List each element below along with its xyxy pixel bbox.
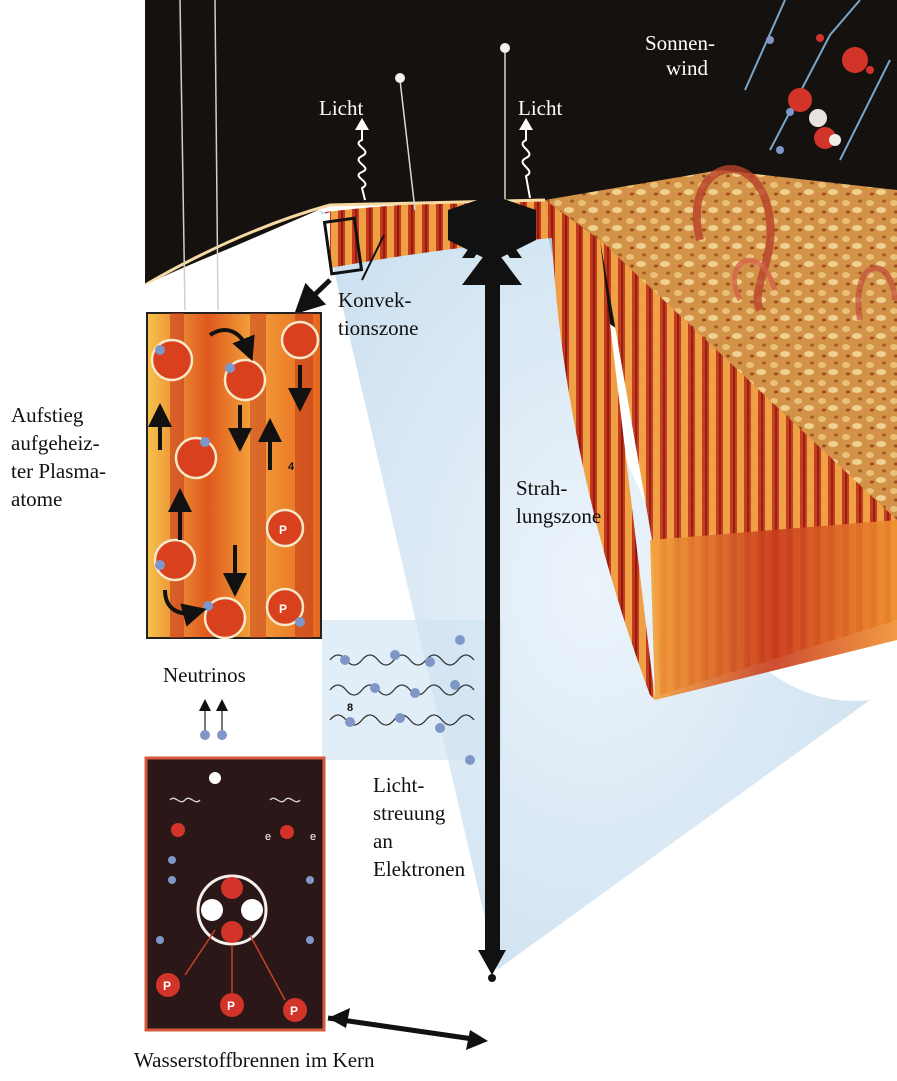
label-neutrinos-mid: Neutrinos	[163, 663, 246, 688]
label-lichtstreuung-2: streuung	[373, 801, 445, 826]
label-lichtstreuung-4: Elektronen	[373, 857, 465, 882]
label-konvektion-1: Konvek-	[338, 288, 411, 313]
inset-number-8: 8	[347, 702, 353, 714]
label-lichtstreuung-3: an	[373, 829, 393, 854]
label-licht-right: Licht	[518, 96, 562, 121]
convection-front-block	[650, 520, 897, 700]
svg-text:e: e	[265, 831, 271, 843]
label-neutrinos-top: Neutrinos	[323, 42, 406, 67]
svg-text:P: P	[279, 602, 287, 616]
label-aufstieg-1: Aufstieg	[11, 403, 83, 428]
svg-text:P: P	[227, 999, 235, 1013]
label-lichtstreuung-1: Licht-	[373, 773, 424, 798]
label-aufstieg-2: aufgeheiz-	[11, 431, 100, 456]
label-aufstieg-4: atome	[11, 487, 62, 512]
light-scattering-region: 8	[322, 620, 502, 765]
label-strahlung-2: lungszone	[516, 504, 601, 529]
label-sonnenwind-1: Sonnen-	[645, 31, 715, 56]
neutrino-particle-icon	[395, 73, 405, 83]
core-pointer-arrow	[328, 1018, 480, 1040]
svg-text:P: P	[163, 979, 171, 993]
svg-text:P: P	[290, 1004, 298, 1018]
inset-number-4: 4	[288, 461, 295, 473]
label-aufstieg-3: ter Plasma-	[11, 459, 106, 484]
electron-icon	[766, 36, 774, 44]
label-strahlung-1: Strah-	[516, 476, 567, 501]
inset-proton-label: P	[279, 523, 287, 537]
svg-text:e: e	[310, 831, 316, 843]
label-konvektion-2: tionszone	[338, 316, 418, 341]
convection-inset: P P 4	[147, 313, 321, 638]
label-licht-left: Licht	[319, 96, 363, 121]
label-kern: Wasserstoffbrennen im Kern	[134, 1048, 375, 1073]
label-sonnenwind-2: wind	[666, 56, 708, 81]
core-inset: P P P e e	[146, 758, 324, 1030]
